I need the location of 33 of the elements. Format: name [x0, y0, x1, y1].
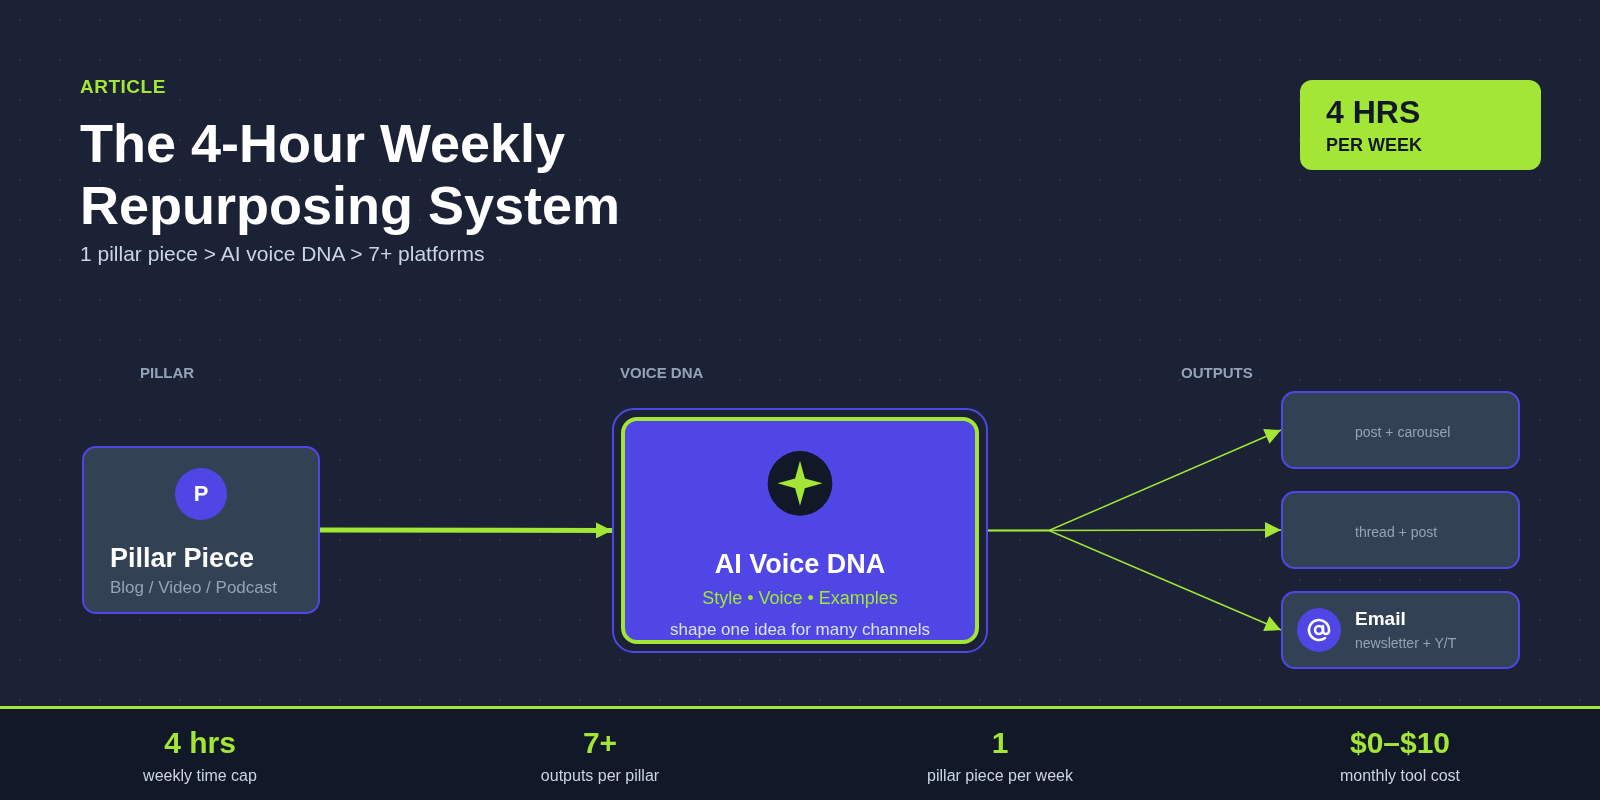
card-subtitle: Blog / Video / Podcast [110, 578, 277, 599]
section-label: VOICE DNA [620, 364, 704, 381]
card-title: Pillar Piece [110, 542, 255, 575]
section-label: OUTPUTS [1181, 364, 1253, 381]
output-card [1281, 491, 1520, 569]
output-card [1281, 391, 1520, 469]
output-card [1281, 591, 1520, 669]
card-title: AI Voice DNA [714, 547, 886, 580]
stat-caption: weekly time cap [143, 767, 257, 785]
pillar-card [82, 446, 320, 614]
eyebrow-text: ARTICLE [80, 76, 166, 98]
stat-caption: monthly tool cost [1339, 767, 1461, 785]
subtitle: 1 pillar piece > AI voice DNA > 7+ platforms [80, 242, 485, 266]
card-subtitle: thread + post [1355, 523, 1438, 541]
stat-caption: pillar piece per week [927, 767, 1073, 785]
time-badge [1300, 80, 1541, 170]
stat-caption: outputs per pillar [540, 767, 660, 785]
stat-value: 7+ [582, 726, 618, 760]
badge-value: 4 HRS [1326, 93, 1422, 132]
stat-value: $0–$10 [1349, 726, 1451, 760]
card-subtitle: Style • Voice • Examples [702, 588, 898, 610]
card-title: Email [1355, 608, 1407, 631]
arrow [320, 522, 612, 539]
badge-caption: PER WEEK [1326, 135, 1423, 157]
title: The 4-Hour Weekly Repurposing System [80, 112, 622, 236]
card-subtitle: newsletter + Y/T [1355, 635, 1457, 652]
pillar-icon: P [175, 468, 227, 520]
arrow [987, 529, 1282, 632]
card-subtitle: post + carousel [1355, 423, 1451, 441]
stat-value: 1 [991, 726, 1009, 760]
section-label: PILLAR [140, 364, 195, 381]
stat-value: 4 hrs [164, 726, 236, 760]
card-description: shape one idea for many channels [670, 619, 930, 640]
